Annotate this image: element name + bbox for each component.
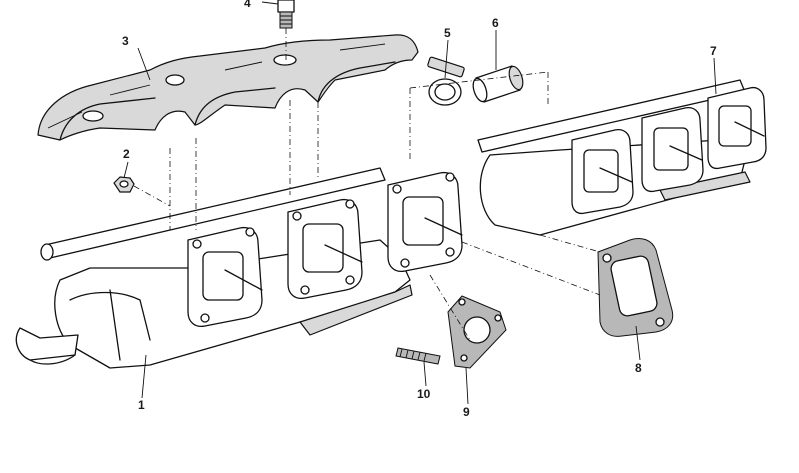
callout-5: 5 (444, 26, 451, 40)
heat-shield-part-3 (37, 34, 419, 141)
manifold-flange (187, 226, 263, 328)
gasket-part-8 (597, 237, 674, 337)
manifold-flange (287, 198, 363, 300)
callout-8: 8 (635, 361, 642, 375)
callout-1: 1 (138, 398, 145, 412)
manifold-flange (641, 106, 704, 193)
callout-10: 10 (417, 387, 431, 401)
stud-part-4 (277, 0, 295, 60)
stud-part-10 (395, 347, 441, 365)
callout-9: 9 (463, 405, 470, 419)
flange-gasket-part-9 (447, 295, 507, 369)
callout-4: 4 (244, 0, 251, 10)
sleeve-part-6 (472, 65, 524, 103)
alignment-lines (169, 100, 601, 341)
manifold-flange (571, 128, 634, 215)
callout-7: 7 (710, 44, 717, 58)
manifold-flange (387, 171, 463, 273)
leader-lines (123, 1, 717, 405)
nut-part-2 (113, 176, 171, 207)
callout-2: 2 (123, 147, 130, 161)
manifold-flange (707, 86, 767, 170)
callout-labels: 4 3 5 6 7 2 1 10 9 8 (122, 0, 717, 419)
callout-6: 6 (492, 16, 499, 30)
manifold-part-1 (15, 167, 463, 369)
callout-3: 3 (122, 34, 129, 48)
manifold-part-7 (477, 79, 767, 236)
